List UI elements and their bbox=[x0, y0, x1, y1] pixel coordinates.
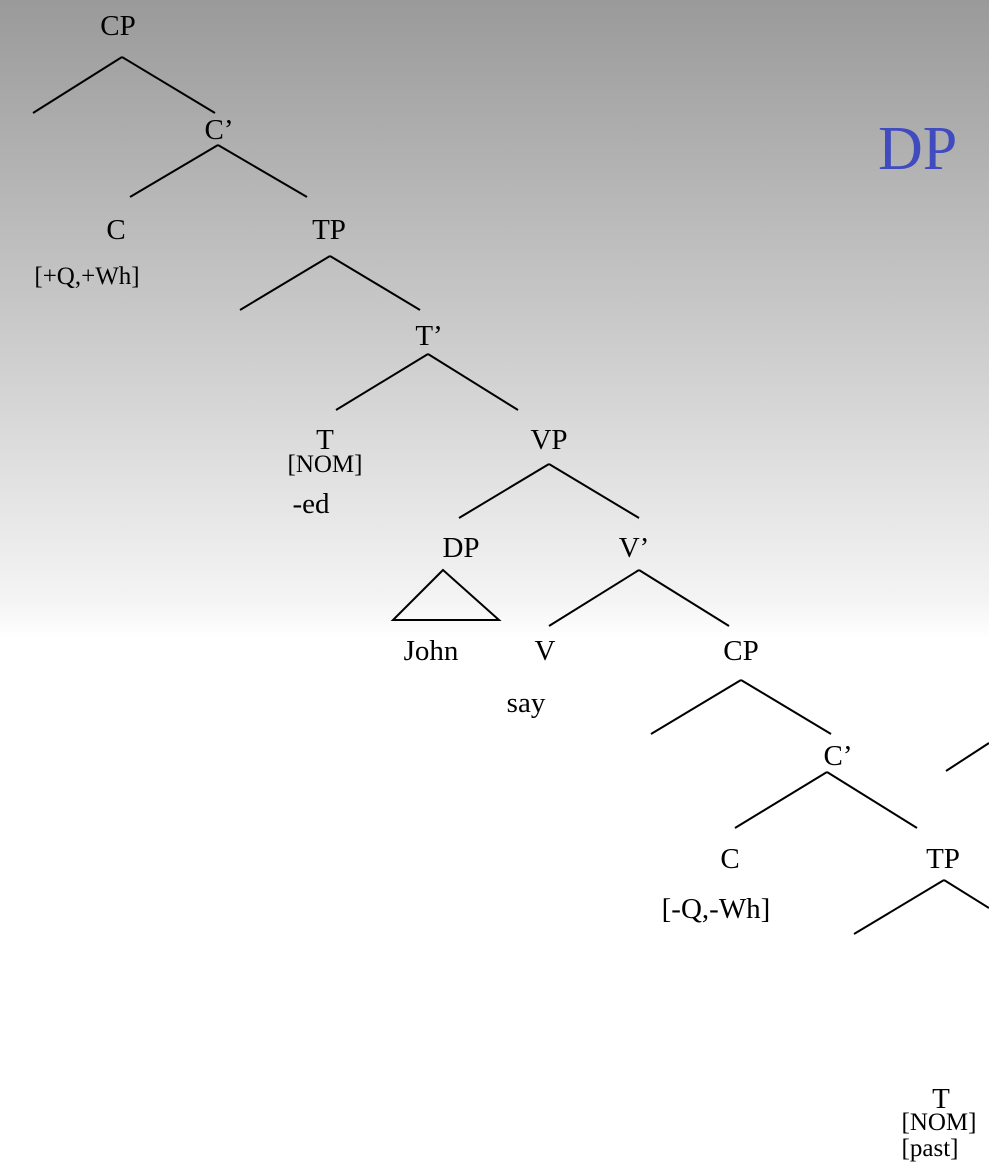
t-affix: -ed bbox=[292, 488, 330, 520]
node-c-embedded: C bbox=[720, 843, 740, 875]
c-features: [+Q,+Wh] bbox=[34, 263, 140, 290]
branch bbox=[121, 56, 216, 114]
branch bbox=[548, 569, 640, 627]
node-t-bar: T’ bbox=[415, 320, 443, 352]
branch bbox=[335, 353, 429, 411]
t-case-feature-embedded: [NOM] bbox=[901, 1109, 977, 1136]
t-tense-feature-embedded: [past] bbox=[901, 1135, 959, 1162]
branch bbox=[239, 255, 331, 311]
branch bbox=[853, 879, 945, 935]
branch bbox=[740, 679, 832, 735]
branch bbox=[32, 56, 123, 114]
branch bbox=[650, 679, 742, 735]
node-c: C bbox=[106, 214, 126, 246]
c-features-embedded: [-Q,-Wh] bbox=[661, 893, 771, 925]
node-tp-embedded: TP bbox=[926, 843, 960, 875]
node-tp: TP bbox=[312, 214, 346, 246]
node-v: V bbox=[534, 635, 556, 667]
slide-title: DP bbox=[878, 115, 958, 183]
node-t: T bbox=[316, 424, 334, 456]
leaf-say: say bbox=[506, 687, 546, 719]
branch bbox=[734, 771, 828, 829]
branch bbox=[638, 569, 730, 627]
branch bbox=[458, 463, 550, 519]
node-dp: DP bbox=[442, 532, 480, 564]
dp-triangle bbox=[390, 568, 502, 621]
branch bbox=[945, 742, 989, 772]
node-cp-embedded: CP bbox=[723, 635, 759, 667]
branch bbox=[129, 144, 219, 198]
node-c-bar: C’ bbox=[204, 114, 234, 146]
node-cp: CP bbox=[100, 10, 136, 42]
branch bbox=[217, 144, 308, 198]
node-c-bar-embedded: C’ bbox=[823, 740, 853, 772]
branch bbox=[548, 463, 640, 519]
branch bbox=[329, 255, 421, 311]
branch bbox=[943, 879, 989, 909]
branch bbox=[826, 771, 918, 829]
branch bbox=[427, 353, 519, 411]
node-t-embedded: T bbox=[932, 1083, 950, 1115]
node-vp: VP bbox=[530, 424, 568, 456]
leaf-john: John bbox=[403, 635, 459, 667]
node-v-bar: V’ bbox=[618, 532, 650, 564]
t-case-feature: [NOM] bbox=[287, 451, 363, 478]
